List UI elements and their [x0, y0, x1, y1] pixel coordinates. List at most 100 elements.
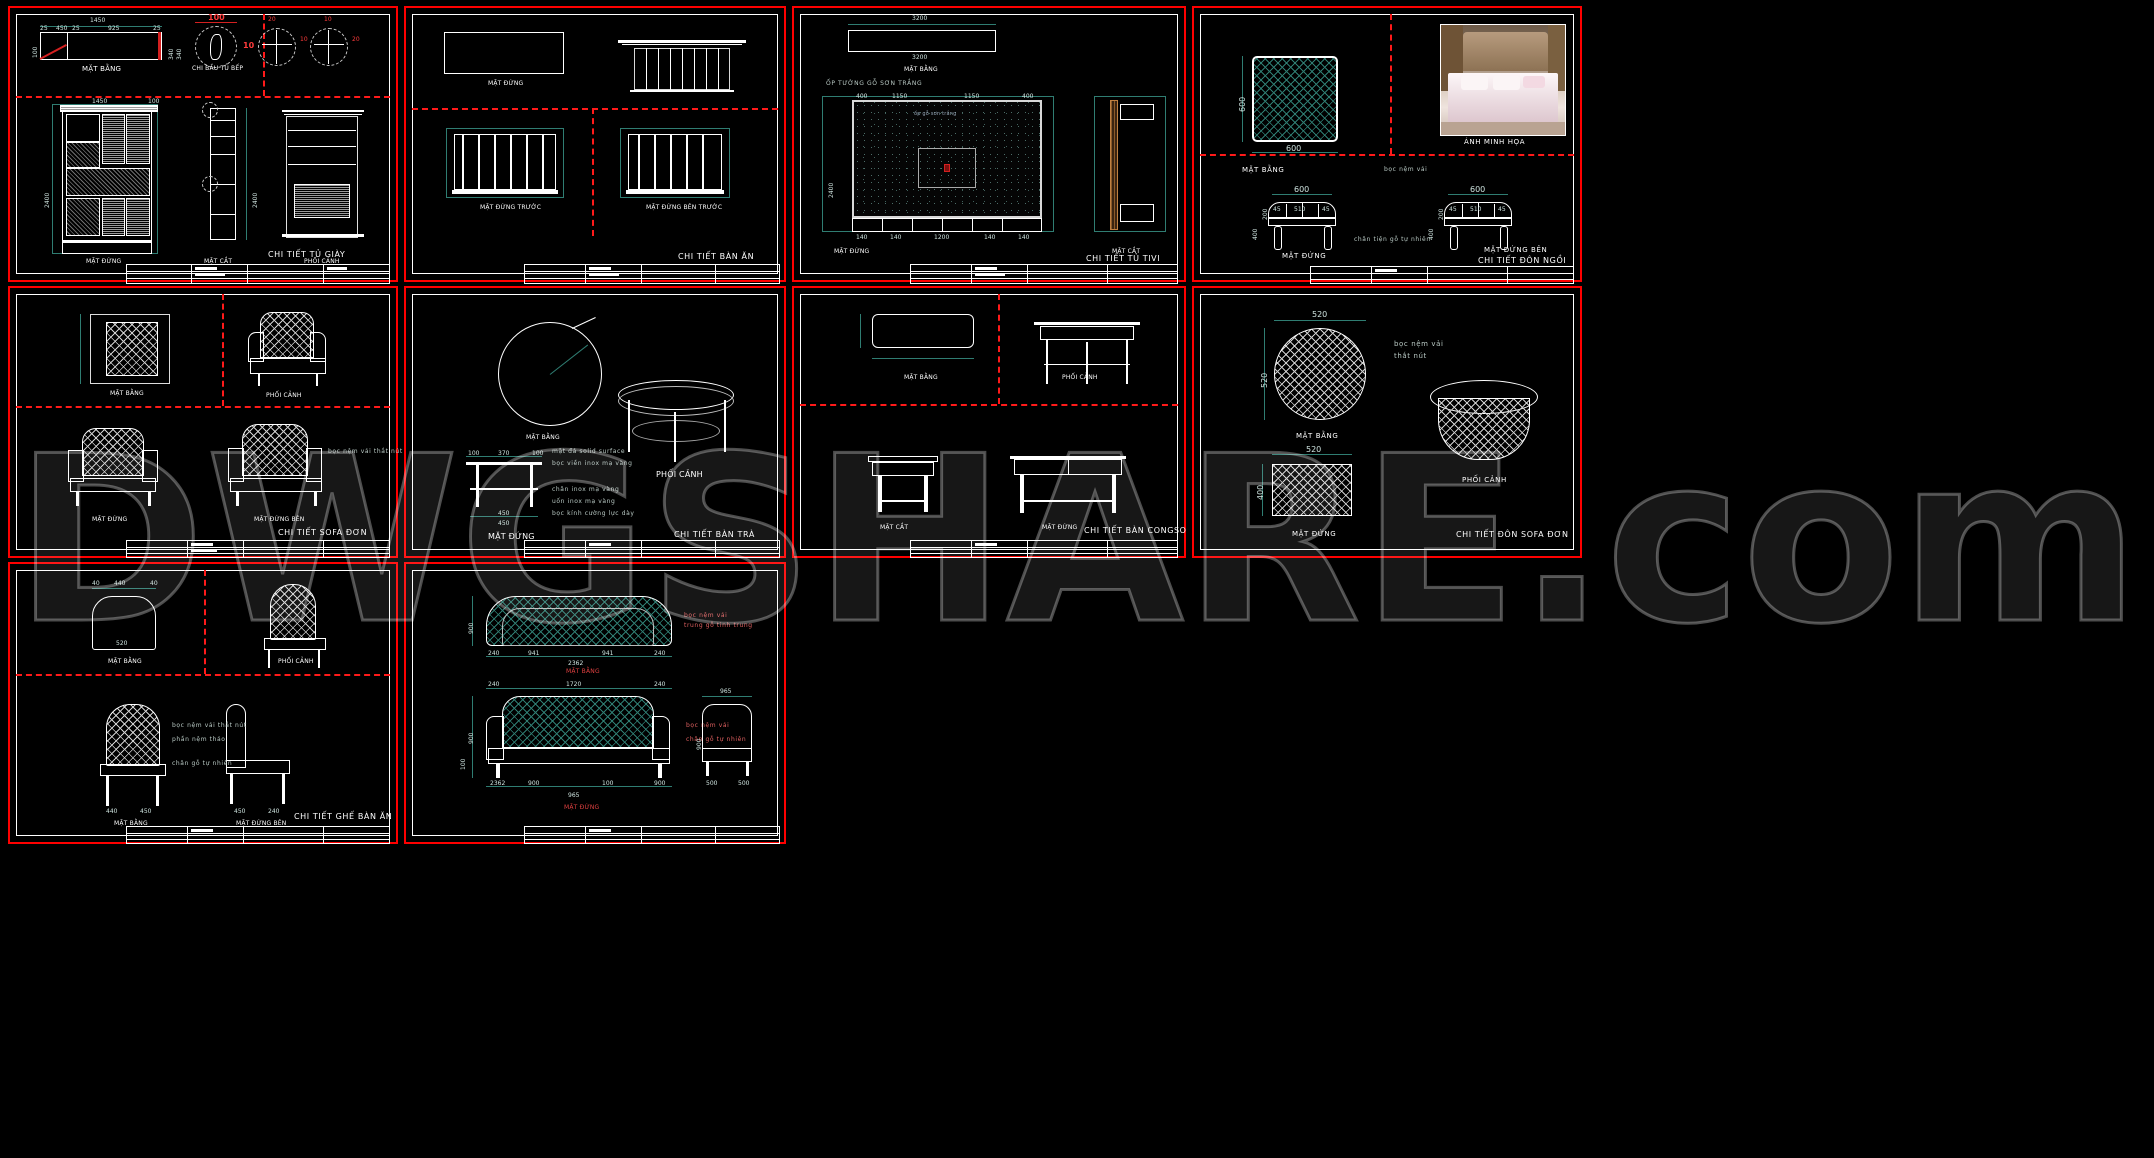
detail-circle [195, 26, 237, 68]
view-label-photo: ÁNH MINH HỌA [1464, 138, 1526, 146]
dim-450b: 450 [498, 520, 510, 527]
note-boc-nem: bọc nệm vải [1384, 166, 1428, 173]
dim-965b: 900 [696, 738, 703, 750]
panel-sofa-ottoman[interactable]: 520 520 MẶT BẰNG bọc nệm vải thắt nút PH… [1192, 286, 1582, 558]
section-leg1 [878, 476, 882, 512]
note-trung-go: trung gỗ tinh trung [684, 622, 753, 629]
dim-1150: 1150 [892, 93, 908, 100]
divider-dashed [16, 674, 390, 676]
view-label-persp: PHỐI CẢNH [1062, 374, 1098, 381]
tv-screen [918, 148, 976, 188]
table-plan [444, 32, 564, 74]
persp-leg-2 [724, 400, 726, 452]
view-label-plan: MẶT BẰNG [904, 374, 938, 381]
panel-border [800, 294, 1178, 550]
dim-100c: 900 [654, 780, 666, 787]
panel-sofa-bench[interactable]: 900 240 941 941 240 2362 MẶT BẰNG bọc nệ… [404, 562, 786, 844]
leg1 [462, 134, 464, 190]
dim-600v: 600 [1238, 96, 1247, 112]
title-block [126, 264, 390, 284]
panel-border [412, 570, 778, 836]
tuft2-div1 [1462, 204, 1463, 218]
cabinet-top-cap [60, 105, 158, 112]
view-label-persp: PHỐI CẢNH [656, 470, 703, 479]
panel-console-table[interactable]: MẶT BẰNG PHỐI CẢNH MẶT CẮT MẶT ĐỨNG CHI … [792, 286, 1186, 558]
dim-100b: 100 [148, 98, 160, 105]
dim-3200b: 3200 [912, 54, 928, 61]
leg6 [542, 134, 544, 190]
dim-1450: 1450 [90, 17, 106, 24]
title-block [126, 826, 390, 844]
panel-dining-table[interactable]: MẶT ĐỨNG MẶT ĐỨNG TRƯỚC MẶT ĐỨNG BÊN TRƯ… [404, 6, 786, 284]
detail-circle-3 [310, 28, 348, 66]
persp-chair-back [260, 312, 314, 358]
cab-div4 [972, 218, 973, 232]
panel-title: CHI TIẾT ĐÔN NGỒI [1478, 256, 1567, 265]
dim-red-10c: 10 [324, 16, 332, 23]
base-rail [452, 190, 558, 194]
section-outline [210, 108, 236, 240]
panel-coffee-table[interactable]: MẶT BẰNG mặt đá solid surface bọc viền i… [404, 286, 786, 558]
table-top [466, 462, 542, 465]
shelf-glass [66, 142, 100, 168]
elev-seat [70, 478, 156, 492]
plan-dim-v [1264, 328, 1265, 420]
dim-400: 400 [856, 93, 868, 100]
detail-cross-h [262, 44, 292, 45]
title-block [524, 540, 780, 558]
persp-leg-2 [316, 374, 318, 386]
view-label-side: MẶT ĐỨNG BÊN TRƯỚC [646, 204, 723, 211]
dim-440d: 450 [140, 808, 152, 815]
panel-shoe-cabinet[interactable]: 1450 25 450 25 925 25 340 340 100 MẶT BẰ… [8, 6, 398, 284]
dim-1720: 1720 [566, 681, 582, 688]
dim-1200: 1200 [934, 234, 950, 241]
section-wall [1110, 100, 1118, 230]
dim-3200: 3200 [912, 15, 928, 22]
panel-title: CHI TIẾT TỦ GIÀY [268, 250, 346, 259]
panel-stool[interactable]: 600 600 MẶT BẰNG ÁNH MINH HỌA bọc nệm vả… [1192, 6, 1582, 284]
leg2-turned-2 [1500, 226, 1508, 250]
dim-370: 370 [498, 450, 510, 457]
panel-tv-cabinet[interactable]: 3200 3200 MẶT BẰNG ỐP TƯỜNG GỖ SƠN TRẮNG… [792, 6, 1186, 284]
dim-140b: 140 [890, 234, 902, 241]
dim-900b: 900 [468, 732, 475, 744]
persp-body [1438, 398, 1530, 460]
elev-leg1 [106, 776, 109, 806]
view-label-elev: MẶT ĐỨNG [92, 516, 128, 523]
detail-cross-v [276, 30, 277, 64]
persp-sh3 [288, 164, 356, 165]
cab-div1 [882, 218, 883, 232]
plan-dim-top [848, 24, 996, 25]
plan-outline [40, 32, 162, 60]
detail-cross-h2 [314, 44, 344, 45]
side-leg2 [746, 762, 749, 776]
louver-door-l2 [102, 198, 125, 236]
sec-shelf5 [210, 214, 236, 215]
table-shelf [470, 488, 538, 490]
elev-top [1010, 456, 1126, 459]
divider-dashed [222, 294, 224, 406]
dim-510b: 510 [1470, 206, 1482, 213]
panel-dining-chair[interactable]: 40 440 40 520 MẶT BẰNG PHỐI CẢNH 440 450… [8, 562, 398, 844]
divider-dashed [16, 96, 390, 98]
title-block [910, 264, 1178, 284]
panel-title: CHI TIẾT SOFA ĐƠN [278, 528, 368, 537]
dim-440c: 440 [106, 808, 118, 815]
dim-140c: 140 [984, 234, 996, 241]
title-block [910, 540, 1178, 558]
plan-edge [158, 32, 161, 60]
plan-dim [92, 588, 156, 589]
panel-border [412, 294, 778, 550]
view-label-elev: MẶT ĐỨNG [1042, 524, 1078, 531]
persp-body [286, 116, 358, 238]
plan-dim-h [1274, 320, 1366, 321]
panel-sofa-single[interactable]: MẶT BẰNG PHỐI CẢNH MẶT ĐỨNG MẶT ĐỨNG BÊN… [8, 286, 402, 558]
elev-right-dimbox [620, 128, 730, 198]
slat4 [682, 48, 683, 90]
view-label-plan: MẶT BẰNG [526, 434, 560, 441]
panel-border [16, 570, 390, 836]
side-leg1 [706, 762, 709, 776]
plan-dim [80, 314, 81, 384]
dim-140: 140 [856, 234, 868, 241]
tuft2-div3 [1494, 204, 1495, 218]
